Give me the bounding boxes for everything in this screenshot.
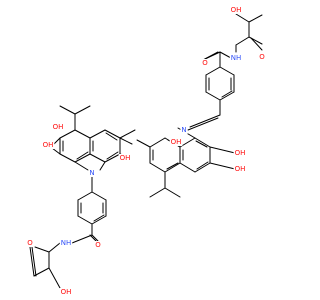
- bond-line: [189, 114, 221, 128]
- bond-lines: [29, 13, 263, 289]
- bond-line: [76, 151, 89, 160]
- atom-label-background: [229, 6, 243, 14]
- molecule-structure-diagram: OH O NH O N OH OH OH OH OH OH N O NH O O…: [26, 6, 267, 296]
- bond-line: [74, 105, 91, 115]
- bond-line: [91, 215, 107, 225]
- atom-label-background: [94, 241, 103, 249]
- bond-line: [248, 14, 263, 23]
- carboxyl-o-label-bottom: O: [27, 239, 33, 247]
- left-naphthol-oh-3: OH: [120, 154, 131, 162]
- bond-line: [136, 139, 151, 148]
- left-naphthol-oh-2: OH: [43, 141, 54, 149]
- left-naphthol-oh-1: OH: [53, 123, 64, 131]
- bond-line: [179, 137, 196, 148]
- bond-line: [34, 246, 50, 253]
- bond-line: [105, 132, 118, 141]
- bond-line: [194, 162, 211, 173]
- bond-line: [166, 162, 179, 170]
- bond-line: [149, 162, 166, 173]
- bond-line: [219, 51, 232, 59]
- bond-line: [187, 117, 219, 131]
- atom-label-background: [59, 239, 73, 247]
- bond-line: [221, 90, 233, 98]
- bond-line: [33, 267, 50, 277]
- bond-line: [149, 187, 166, 198]
- bond-line: [235, 36, 250, 46]
- bond-line: [48, 242, 61, 253]
- bond-line: [48, 267, 61, 289]
- bond-line: [164, 187, 181, 198]
- atom-label-background: [118, 154, 132, 162]
- bond-line: [99, 161, 106, 171]
- atom-label-background: [51, 123, 65, 131]
- bond-line: [119, 137, 133, 145]
- carboxyl-oh-label-bottom: OH: [61, 288, 72, 296]
- bond-line: [179, 162, 196, 173]
- bond-line: [106, 151, 119, 160]
- bond-line: [195, 140, 208, 148]
- bond-line: [209, 146, 236, 154]
- bond-line: [149, 137, 166, 148]
- amide-nh-label: NH: [231, 54, 242, 62]
- atom-labels: OH O NH O N OH OH OH OH OH OH N O NH O O…: [26, 6, 267, 296]
- bond-line: [205, 66, 221, 76]
- bond-line: [219, 91, 235, 101]
- bond-line: [104, 153, 121, 163]
- bond-line: [77, 191, 93, 201]
- atom-label-background: [169, 138, 183, 146]
- amide-nh-label-bottom: NH: [61, 239, 72, 247]
- bond-line: [91, 234, 99, 242]
- bond-line: [89, 129, 106, 139]
- bond-line: [235, 13, 250, 23]
- right-naphthol-oh-1: OH: [171, 138, 182, 146]
- bond-line: [59, 129, 76, 139]
- atom-label-background: [201, 59, 210, 67]
- bond-line: [205, 91, 221, 101]
- bond-line: [77, 215, 93, 225]
- atom-label-background: [41, 141, 55, 149]
- bond-line: [194, 137, 211, 148]
- bond-line: [196, 161, 209, 170]
- carboxyl-o-label: O: [259, 53, 265, 61]
- bond-line: [74, 129, 91, 139]
- bond-line: [59, 105, 76, 115]
- bond-line: [91, 191, 107, 201]
- imine-n-label-bottom: N: [89, 169, 94, 177]
- atom-label-background: [233, 165, 247, 173]
- bond-line: [164, 162, 181, 173]
- atom-label-background: [59, 288, 73, 296]
- carboxyl-oh-label: OH: [231, 6, 242, 14]
- atom-label-background: [88, 169, 96, 177]
- bond-line: [104, 129, 121, 139]
- bond-line: [74, 161, 89, 171]
- bond-line: [59, 153, 76, 163]
- amide-o-label-bottom: O: [95, 241, 101, 249]
- bond-line: [89, 234, 97, 242]
- atom-label-background: [233, 149, 247, 157]
- bond-line: [219, 66, 235, 76]
- atom-label-background: [180, 126, 188, 134]
- bond-line: [119, 129, 136, 139]
- bond-line: [71, 234, 93, 244]
- bond-line: [209, 162, 236, 170]
- bond-line: [202, 51, 219, 61]
- atom-label-background: [229, 54, 243, 62]
- bond-line: [89, 153, 106, 163]
- bond-line: [29, 246, 35, 277]
- imine-n-label-top: N: [181, 126, 186, 134]
- right-naphthol-oh-2: OH: [235, 149, 246, 157]
- atom-label-background: [26, 239, 35, 247]
- amide-o-label: O: [202, 59, 208, 67]
- bond-line: [250, 37, 263, 51]
- bond-line: [31, 246, 37, 277]
- atom-label-background: [258, 53, 267, 61]
- right-naphthol-oh-3: OH: [235, 165, 246, 173]
- bond-line: [93, 214, 105, 222]
- bond-line: [74, 153, 91, 163]
